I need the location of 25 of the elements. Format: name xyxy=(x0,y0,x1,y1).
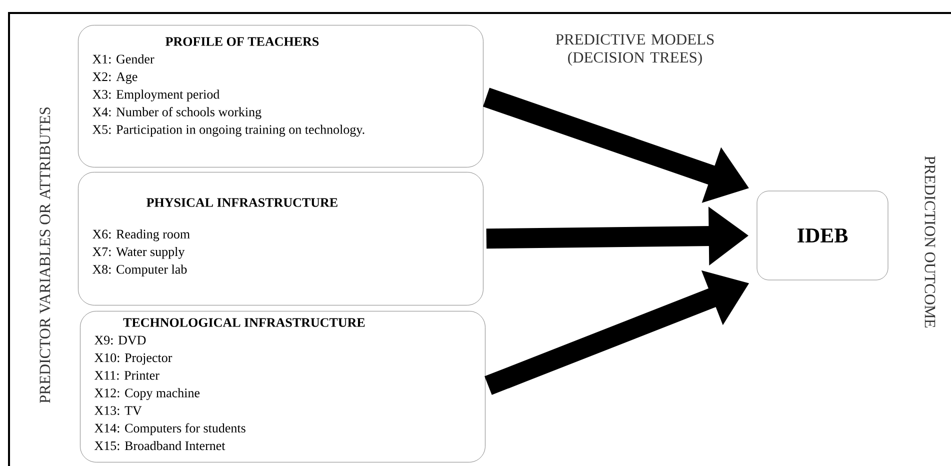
axis-title: PREDICTOR VARIABLES OR ATTRIBUTES xyxy=(40,107,50,404)
list-item: X7: Water supply xyxy=(92,246,185,259)
list-item: X13: TV xyxy=(94,406,142,415)
rounded-box: IDEB xyxy=(756,190,888,280)
list-item: X12: Copy machine xyxy=(94,388,200,400)
heading: PHYSICAL INFRASTRUCTURE xyxy=(146,198,338,207)
axis-title: PREDICTIVE MODELS (DECISION TREES) xyxy=(556,34,714,66)
list-item: X10: Projector xyxy=(94,353,172,365)
list-item: X9: DVD xyxy=(94,336,146,345)
list-item: X1: Gender xyxy=(92,54,154,64)
list-item: X15: Broadband Internet xyxy=(94,440,226,450)
rounded-box xyxy=(80,311,486,462)
list-item: X2: Age xyxy=(92,72,138,84)
list-item: X14: Computers for students xyxy=(94,423,246,436)
axis-title: PREDICTION OUTCOME xyxy=(924,156,936,328)
rounded-box xyxy=(78,172,484,306)
list-item: X5: Participation in ongoing training on technology. xyxy=(92,124,364,137)
list-item: X8: Computer lab xyxy=(92,264,187,276)
list-item: X6: Reading room xyxy=(92,229,190,242)
list-item: X4: Number of schools working xyxy=(92,107,262,119)
heading: TECHNOLOGICAL INFRASTRUCTURE xyxy=(123,318,365,327)
list-item: X11: Printer xyxy=(94,371,160,380)
heading: PROFILE OF TEACHERS xyxy=(166,37,319,46)
rounded-box xyxy=(78,25,484,168)
list-item: X3: Employment period xyxy=(92,90,220,102)
